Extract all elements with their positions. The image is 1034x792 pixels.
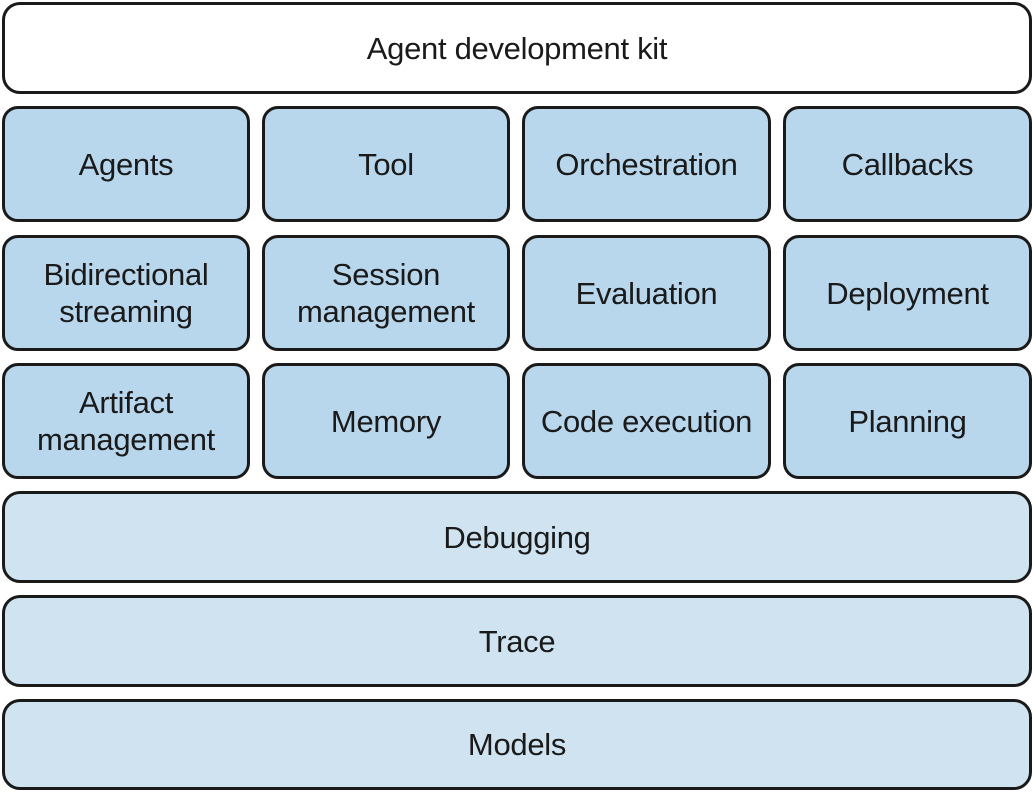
module-box-deployment: Deployment [783, 235, 1032, 351]
layer-label: Models [467, 727, 567, 762]
header-box-agent-development-kit: Agent development kit [2, 2, 1032, 94]
module-label: Orchestration [555, 146, 738, 182]
layer-box-models: Models [2, 699, 1032, 790]
header-label: Agent development kit [366, 30, 668, 66]
module-box-memory: Memory [262, 363, 510, 479]
module-label: Code execution [540, 403, 753, 439]
layer-label: Debugging [443, 519, 591, 555]
module-label: Session management [297, 257, 475, 329]
module-label: Artifact management [37, 385, 215, 457]
layer-box-trace: Trace [2, 595, 1032, 687]
module-box-bidirectional-streaming: Bidirectional streaming [2, 235, 250, 351]
layer-box-debugging: Debugging [2, 491, 1032, 583]
module-box-artifact-management: Artifact management [2, 363, 250, 479]
module-label: Tool [358, 146, 414, 182]
module-box-callbacks: Callbacks [783, 106, 1032, 222]
module-box-evaluation: Evaluation [522, 235, 771, 351]
module-box-tool: Tool [262, 106, 510, 222]
module-box-planning: Planning [783, 363, 1032, 479]
module-label: Evaluation [575, 275, 718, 311]
module-box-code-execution: Code execution [522, 363, 771, 479]
module-label: Agents [78, 146, 174, 182]
module-label: Planning [848, 403, 967, 439]
module-label: Callbacks [841, 146, 974, 182]
layer-label: Trace [478, 623, 556, 659]
module-label: Bidirectional streaming [43, 257, 209, 329]
module-box-session-management: Session management [262, 235, 510, 351]
module-box-agents: Agents [2, 106, 250, 222]
module-label: Memory [330, 403, 442, 439]
module-box-orchestration: Orchestration [522, 106, 771, 222]
module-label: Deployment [826, 275, 989, 311]
